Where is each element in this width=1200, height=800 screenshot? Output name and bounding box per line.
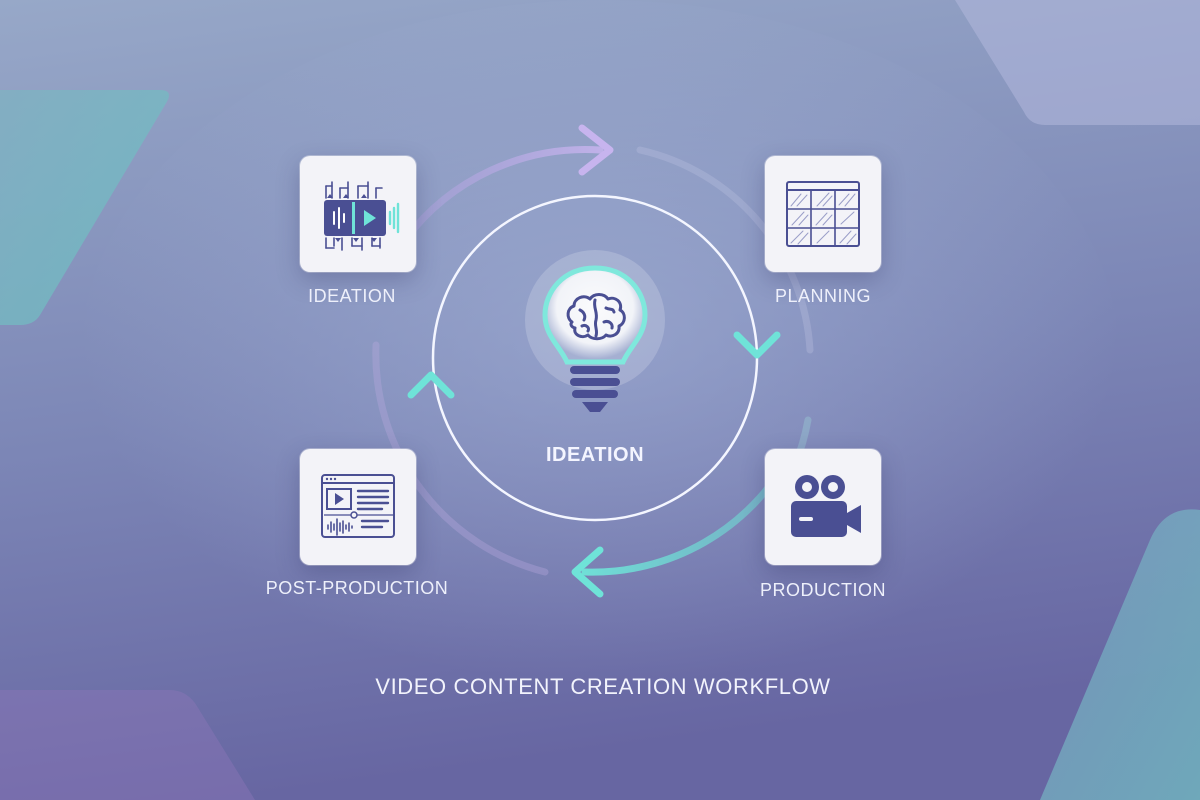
video-editing-timeline-icon [324,181,400,251]
stage-label-production: PRODUCTION [760,580,886,600]
outer-arc-top-right [636,146,814,354]
chevron-up-icon [407,371,455,399]
arrow-arc-top [401,146,604,244]
decor-shape-top-right [955,0,1200,125]
storyboard-grid-icon [786,181,860,247]
stage-label-ideation: IDEATION [308,286,396,306]
decor-shape-left [0,90,169,325]
stage-label-post-production: POST-PRODUCTION [265,578,449,598]
video-editor-window-icon [321,474,395,538]
chevron-down-icon [733,331,781,359]
diagram-title: VIDEO CONTENT CREATION WORKFLOW [375,674,831,699]
arrow-arc-bottom [581,451,794,576]
stage-production-tile [765,449,881,565]
stage-label-planning: PLANNING [774,286,872,306]
lightbulb-brain-icon [520,250,670,435]
center-label: IDEATION [545,444,645,466]
outer-arc-bottom-left [372,341,549,576]
arrowhead-right [578,124,614,176]
decor-shape-bottom-right [1040,509,1200,800]
stage-post-production-tile [300,449,416,565]
stage-planning-tile [765,156,881,272]
decor-shape-bottom-left [0,690,255,800]
stage-ideation-tile [300,156,416,272]
arrowhead-left [571,546,604,598]
video-camera-icon [791,475,861,537]
